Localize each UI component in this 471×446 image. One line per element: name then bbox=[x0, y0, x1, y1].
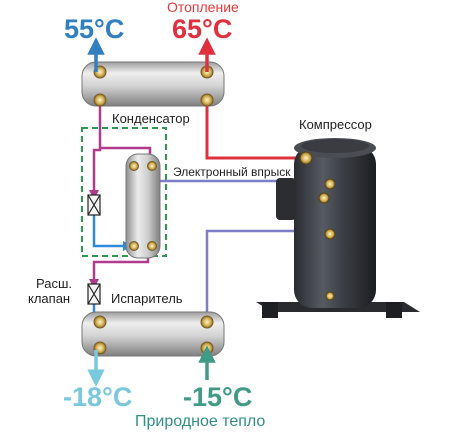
source-out-temp: -18°C bbox=[63, 382, 133, 412]
electronic-valve-icon bbox=[87, 194, 101, 216]
valve-label-line1: Расш. bbox=[36, 276, 73, 291]
hot-gas-pipe bbox=[205, 104, 305, 160]
injection-label: Электронный впрыск bbox=[173, 165, 291, 179]
source-caption: Природное тепло bbox=[135, 413, 266, 430]
subcooled-liquid-pipe bbox=[92, 215, 133, 251]
evaporator-exchanger bbox=[81, 311, 225, 357]
condenser-label: Конденсатор bbox=[112, 111, 190, 126]
heating-supply-temp: 65°C bbox=[172, 14, 233, 44]
economizer-frame bbox=[81, 127, 167, 257]
compressor-unit bbox=[256, 138, 420, 318]
suction-pipe bbox=[205, 226, 335, 326]
source-in-temp: -15°C bbox=[183, 382, 253, 412]
heating-return-temp: 55°C bbox=[64, 14, 125, 44]
evaporator-label: Испаритель bbox=[111, 291, 183, 306]
condenser-exchanger bbox=[81, 61, 225, 107]
subcooler-exchanger bbox=[125, 153, 161, 259]
expansion-valve-icon bbox=[87, 283, 101, 305]
liquid-line-pipe bbox=[89, 104, 102, 200]
valve-label-line2: клапан bbox=[28, 291, 71, 306]
diagram-title: Отопление bbox=[167, 0, 239, 15]
compressor-label: Компрессор bbox=[299, 117, 372, 132]
